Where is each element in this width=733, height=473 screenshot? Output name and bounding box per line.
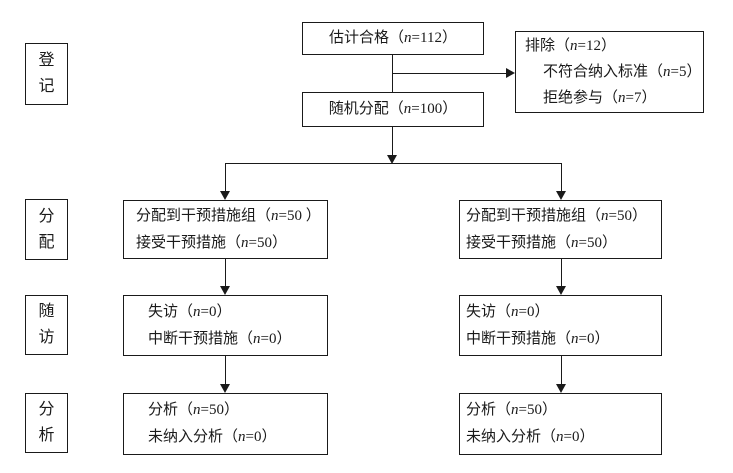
connector-randomized-to-branch	[392, 127, 393, 155]
arrowhead-right-excluded	[506, 68, 515, 78]
connector-branch-to-right-allocation	[561, 163, 562, 191]
excluded-box: 排除（n=12） 不符合纳入标准（n=5） 拒绝参与（n=7）	[515, 31, 704, 113]
stage-label-text: 登记	[38, 52, 55, 95]
right-followup-line-2: 中断干预措施（n=0）	[466, 330, 610, 347]
connector-left-followup-to-analysis	[225, 356, 226, 384]
right-analysis-box: 分析（n=50） 未纳入分析（n=0）	[459, 393, 662, 455]
right-allocation-box: 分配到干预措施组（n=50） 接受干预措施（n=50）	[459, 200, 662, 259]
arrowhead-down-right-allocation	[556, 191, 566, 200]
stage-label-analysis: 分析	[25, 393, 68, 453]
stage-label-enrollment: 登记	[25, 43, 68, 105]
eligible-box: 估计合格（n=112）	[302, 22, 484, 55]
left-followup-box: 失访（n=0） 中断干预措施（n=0）	[123, 295, 328, 356]
left-analysis-line-2: 未纳入分析（n=0）	[148, 429, 277, 445]
excluded-refused-text: 拒绝参与（n=7）	[543, 90, 657, 106]
left-allocation-line-1: 分配到干预措施组（n=50 ）	[136, 207, 321, 224]
branch-horizontal-line	[225, 163, 562, 164]
right-followup-box: 失访（n=0） 中断干预措施（n=0）	[459, 295, 662, 356]
left-allocation-line-2: 接受干预措施（n=50）	[136, 234, 287, 251]
connector-right-followup-to-analysis	[561, 356, 562, 384]
arrowhead-down-left-analysis	[220, 384, 230, 393]
excluded-criteria-text: 不符合纳入标准（n=5）	[543, 64, 702, 80]
right-allocation-line-1: 分配到干预措施组（n=50）	[466, 207, 647, 224]
stage-label-text: 分配	[38, 207, 55, 251]
left-followup-line-2: 中断干预措施（n=0）	[148, 330, 292, 347]
right-allocation-line-2: 接受干预措施（n=50）	[466, 234, 617, 251]
stage-label-followup: 随访	[25, 295, 68, 355]
connector-to-excluded	[392, 73, 506, 74]
connector-right-allocation-to-followup	[561, 259, 562, 286]
eligible-text: 估计合格（n=112）	[329, 30, 457, 46]
right-analysis-line-1: 分析（n=50）	[466, 402, 557, 418]
right-followup-line-1: 失访（n=0）	[466, 303, 550, 320]
randomized-text: 随机分配（n=100）	[328, 101, 458, 117]
stage-label-text: 随访	[38, 303, 55, 346]
arrowhead-down-right-followup	[556, 286, 566, 295]
connector-left-allocation-to-followup	[225, 259, 226, 286]
randomized-box: 随机分配（n=100）	[302, 92, 484, 127]
left-analysis-box: 分析（n=50） 未纳入分析（n=0）	[123, 393, 328, 455]
arrowhead-down-branch-junction	[387, 155, 397, 164]
stage-label-allocation: 分配	[25, 199, 68, 260]
excluded-total-text: 排除（n=12）	[525, 38, 616, 54]
left-followup-line-1: 失访（n=0）	[148, 303, 232, 320]
arrowhead-down-left-allocation	[220, 191, 230, 200]
arrowhead-down-right-analysis	[556, 384, 566, 393]
left-allocation-box: 分配到干预措施组（n=50 ） 接受干预措施（n=50）	[123, 200, 328, 259]
right-analysis-line-2: 未纳入分析（n=0）	[466, 429, 595, 445]
arrowhead-down-left-followup	[220, 286, 230, 295]
stage-label-text: 分析	[38, 401, 55, 444]
connector-branch-to-left-allocation	[225, 163, 226, 191]
left-analysis-line-1: 分析（n=50）	[148, 402, 239, 418]
